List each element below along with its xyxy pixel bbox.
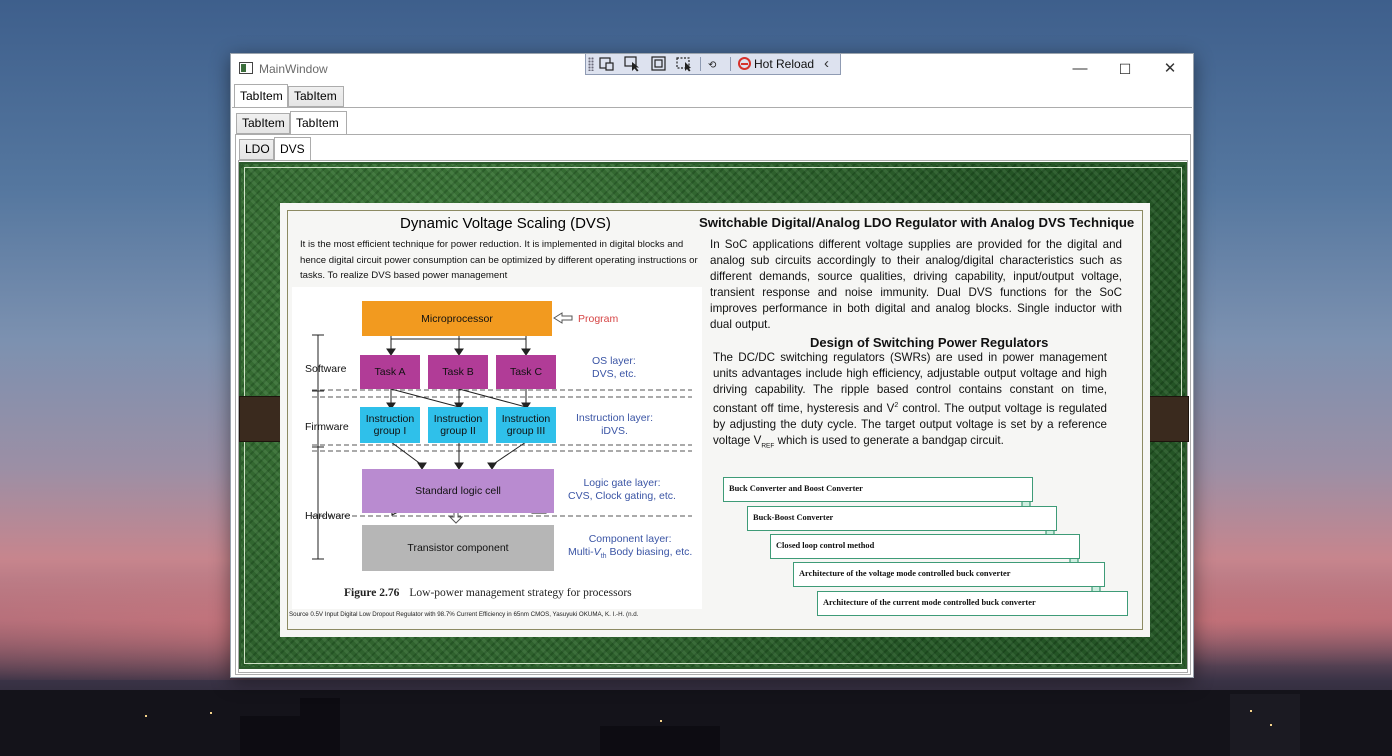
- binding-failures-icon[interactable]: ⟲: [705, 56, 723, 72]
- close-button[interactable]: ✕: [1163, 60, 1177, 77]
- flow-step-1: Buck Converter and Boost Converter: [723, 477, 1033, 502]
- svg-text:⟲: ⟲: [708, 60, 717, 71]
- wallpaper-skyline: [0, 690, 1392, 756]
- firmware-label: Firmware: [305, 421, 349, 433]
- dvs-heading: Dynamic Voltage Scaling (DVS): [400, 215, 611, 232]
- live-visual-tree-icon[interactable]: [598, 56, 616, 72]
- standard-logic-cell-box: Standard logic cell: [362, 469, 554, 513]
- dvs-slide-image: Dynamic Voltage Scaling (DVS) It is the …: [239, 162, 1189, 669]
- task-a-box: Task A: [360, 355, 420, 389]
- hot-reload-label: Hot Reload: [754, 57, 815, 71]
- maximize-button[interactable]: ☐: [1118, 61, 1132, 77]
- tab-dvs[interactable]: DVS: [274, 137, 311, 161]
- minimize-button[interactable]: —: [1072, 60, 1088, 77]
- software-label: Software: [305, 363, 347, 375]
- select-element-icon[interactable]: [624, 56, 642, 72]
- program-label: Program: [578, 313, 619, 325]
- window-title: MainWindow: [259, 62, 328, 76]
- flow-step-5: Architecture of the current mode control…: [817, 591, 1128, 616]
- hardware-label: Hardware: [305, 510, 351, 522]
- dvs-description: It is the most efficient technique for p…: [300, 239, 698, 281]
- task-c-box: Task C: [496, 355, 556, 389]
- slide-paper: Dynamic Voltage Scaling (DVS) It is the …: [280, 203, 1150, 637]
- component-layer-label: Component layer:Multi-Vth Body biasing, …: [568, 533, 693, 561]
- flow-step-4: Architecture of the voltage mode control…: [793, 562, 1105, 587]
- toolbar-collapse-icon[interactable]: ‹: [824, 55, 829, 72]
- task-b-box: Task B: [428, 355, 488, 389]
- tab-level2-item-2[interactable]: TabItem: [290, 111, 347, 135]
- hot-reload-button[interactable]: Hot Reload: [738, 56, 814, 72]
- switching-regulators-heading: Design of Switching Power Regulators: [810, 335, 1049, 350]
- switching-regulators-text: The DC/DC switching regulators (SWRs) ar…: [713, 351, 1107, 450]
- tab-level2-item-1[interactable]: TabItem: [236, 113, 290, 134]
- logic-gate-layer-label: Logic gate layer:CVS, Clock gating, etc.: [568, 477, 676, 502]
- microprocessor-box: Microprocessor: [362, 301, 552, 336]
- toolbar-grip-icon[interactable]: [588, 57, 594, 71]
- instruction-layer-label: Instruction layer:iDVS.: [576, 412, 654, 437]
- main-window: MainWindow — ☐ ✕ ⟲ Hot Reload ‹ TabItem: [230, 53, 1194, 678]
- instruction-group-1-box: Instruction group I: [360, 407, 420, 443]
- dvs-strategy-diagram: Microprocessor Program Software Firmware…: [292, 287, 702, 609]
- display-layout-adorners-icon[interactable]: [650, 56, 668, 72]
- app-icon: [239, 62, 253, 74]
- source-citation: Source 0.5V Input Digital Low Dropout Re…: [289, 611, 639, 618]
- tab-ldo[interactable]: LDO: [239, 139, 274, 160]
- ldo-heading: Switchable Digital/Analog LDO Regulator …: [699, 215, 1135, 230]
- flow-step-3: Closed loop control method: [770, 534, 1080, 559]
- tab-level1-item-2[interactable]: TabItem: [288, 86, 344, 107]
- standard-logic-cell-label: Standard logic cell: [415, 485, 501, 497]
- transistor-component-box: Transistor component: [362, 525, 554, 571]
- flow-step-2: Buck-Boost Converter: [747, 506, 1057, 531]
- transistor-component-label: Transistor component: [407, 542, 509, 554]
- track-focused-element-icon[interactable]: [676, 56, 694, 72]
- ldo-description: In SoC applications different voltage su…: [710, 238, 1122, 331]
- hot-reload-stop-icon: [738, 57, 751, 70]
- instruction-group-2-box: Instruction group II: [428, 407, 488, 443]
- xaml-debug-toolbar: ⟲ Hot Reload ‹: [585, 54, 841, 75]
- instruction-group-3-box: Instruction group III: [496, 407, 556, 443]
- tab-level1-item-1[interactable]: TabItem: [234, 84, 288, 108]
- os-layer-label: OS layer:DVS, etc.: [592, 355, 637, 380]
